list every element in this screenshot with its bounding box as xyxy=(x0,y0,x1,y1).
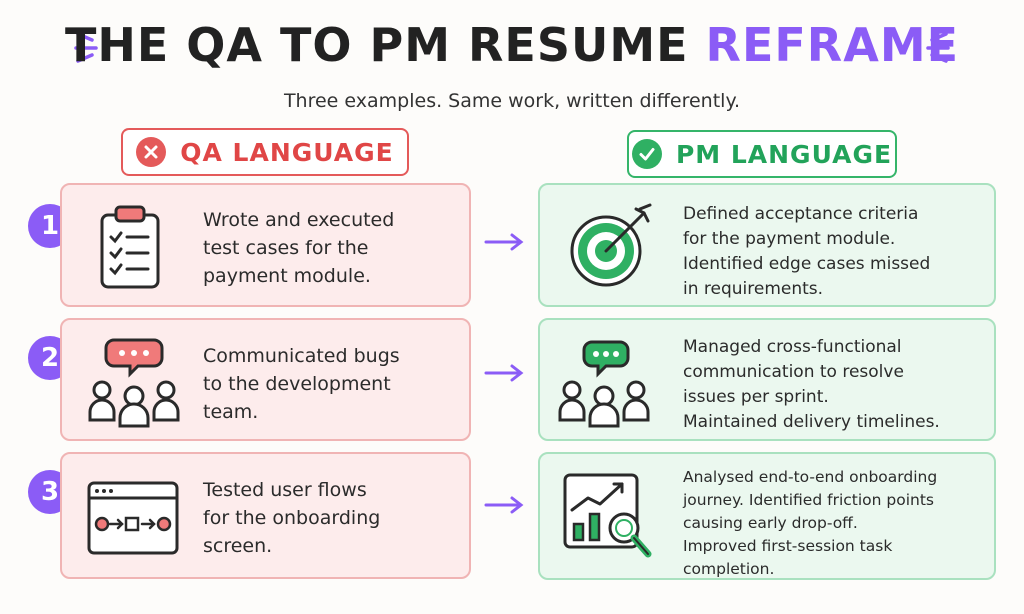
title-spark-right-icon xyxy=(926,32,950,63)
pm-language-header: PM LANGUAGE xyxy=(627,130,897,178)
qa-language-header: QA LANGUAGE xyxy=(121,128,409,176)
close-icon xyxy=(136,137,167,167)
pm-line: causing early drop-off. xyxy=(683,514,858,532)
check-icon xyxy=(631,139,662,169)
pm-line: Improved first-session task xyxy=(683,537,893,555)
pm-line: for the payment module. xyxy=(683,229,896,249)
team-chat-icon xyxy=(88,338,180,428)
qa-line: team. xyxy=(203,401,259,423)
pm-card-3: Analysed end-to-end onboarding journey. … xyxy=(538,452,996,580)
arrow-right-icon xyxy=(484,233,524,251)
arrow-right-icon xyxy=(484,364,524,382)
pm-line: Analysed end-to-end onboarding xyxy=(683,468,938,486)
qa-line: Tested user flows xyxy=(203,479,367,501)
pm-line: in requirements. xyxy=(683,279,824,299)
qa-text-3: Tested user flows for the onboarding scr… xyxy=(203,476,380,560)
qa-line: screen. xyxy=(203,535,273,557)
qa-line: test cases for the xyxy=(203,237,369,259)
pm-line: Defined acceptance criteria xyxy=(683,204,919,224)
subtitle: Three examples. Same work, written diffe… xyxy=(283,90,741,112)
qa-line: Wrote and executed xyxy=(203,209,395,231)
pm-text-1: Defined acceptance criteria for the paym… xyxy=(683,202,930,302)
qa-text-1: Wrote and executed test cases for the pa… xyxy=(203,206,394,290)
pm-line: Managed cross-functional xyxy=(683,337,902,357)
user-flow-icon xyxy=(87,481,179,555)
title-spark-left-icon xyxy=(74,32,98,63)
qa-card-1: Wrote and executed test cases for the pa… xyxy=(60,183,471,307)
qa-card-3: Tested user flows for the onboarding scr… xyxy=(60,452,471,579)
chart-magnifier-icon xyxy=(563,473,652,558)
title-main: THE QA TO PM RESUME xyxy=(64,18,689,72)
qa-card-2: Communicated bugs to the development tea… xyxy=(60,318,471,441)
title-accent: REFRAME xyxy=(705,18,960,72)
qa-line: to the development xyxy=(203,373,391,395)
pm-text-2: Managed cross-functional communication t… xyxy=(683,335,940,435)
pm-line: communication to resolve xyxy=(683,362,904,382)
qa-line: Communicated bugs xyxy=(203,345,400,367)
qa-line: for the onboarding xyxy=(203,507,381,529)
pm-line: Identified edge cases missed xyxy=(683,254,931,274)
qa-header-label: QA LANGUAGE xyxy=(180,137,394,167)
qa-text-2: Communicated bugs to the development tea… xyxy=(203,342,400,426)
pm-card-2: Managed cross-functional communication t… xyxy=(538,318,996,441)
pm-line: journey. Identified friction points xyxy=(683,491,934,509)
pm-card-1: Defined acceptance criteria for the paym… xyxy=(538,183,996,307)
page-title: THE QA TO PM RESUME REFRAME xyxy=(0,18,1024,72)
pm-line: issues per sprint. xyxy=(683,387,829,407)
qa-line: payment module. xyxy=(203,265,371,287)
clipboard-checklist-icon xyxy=(100,205,160,289)
team-chat-icon xyxy=(558,340,650,428)
arrow-right-icon xyxy=(484,496,524,514)
target-icon xyxy=(570,203,652,287)
pm-line: Maintained delivery timelines. xyxy=(683,412,940,432)
pm-header-label: PM LANGUAGE xyxy=(675,139,893,169)
pm-line: completion. xyxy=(683,560,775,578)
pm-text-3: Analysed end-to-end onboarding journey. … xyxy=(683,466,937,581)
